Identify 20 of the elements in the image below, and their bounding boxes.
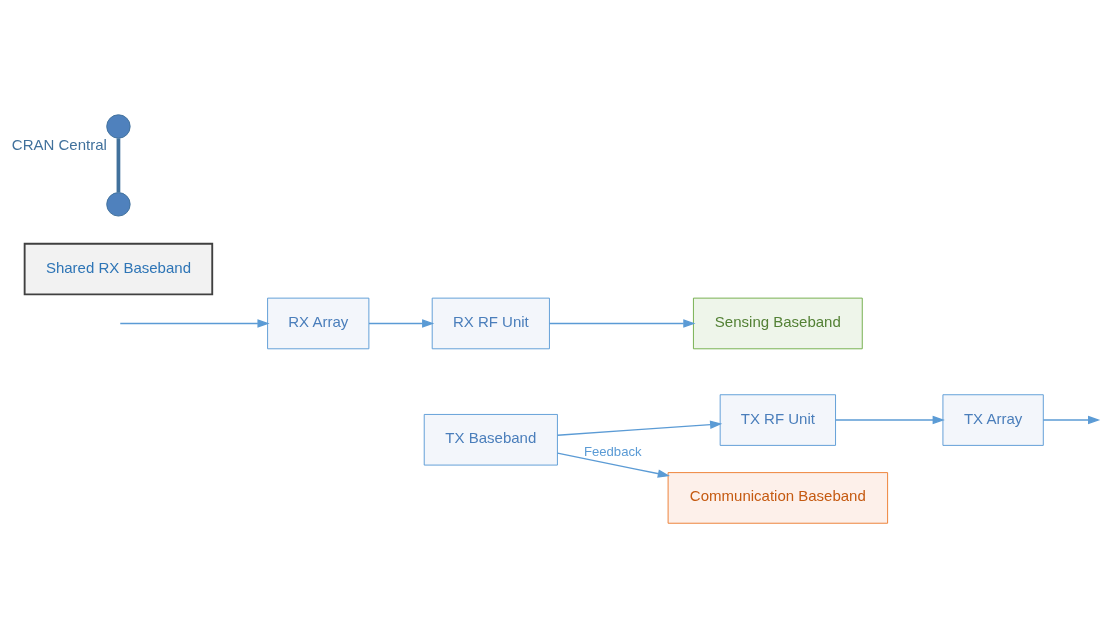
node-box: TX Baseband xyxy=(423,413,558,466)
edge-label: Feedback xyxy=(583,443,642,459)
node-box: TX RF Unit xyxy=(719,393,836,446)
node-box: Shared RX Baseband xyxy=(23,242,214,295)
node-label: CRAN Central xyxy=(11,135,107,153)
node-circle xyxy=(106,113,131,139)
node-box: Sensing Baseband xyxy=(692,297,863,349)
arrow xyxy=(1042,415,1101,424)
arrow xyxy=(368,318,435,328)
arrow xyxy=(119,318,270,328)
node-box: TX Array xyxy=(942,393,1044,446)
node-box: RX RF Unit xyxy=(431,297,550,349)
arrow xyxy=(835,415,945,424)
node-circle xyxy=(106,191,131,217)
node-box: Communication Baseband xyxy=(667,471,889,524)
arrow xyxy=(556,419,723,436)
arrow xyxy=(548,318,696,328)
connector xyxy=(116,137,121,192)
node-box: RX Array xyxy=(267,297,370,349)
arrow xyxy=(556,451,670,478)
